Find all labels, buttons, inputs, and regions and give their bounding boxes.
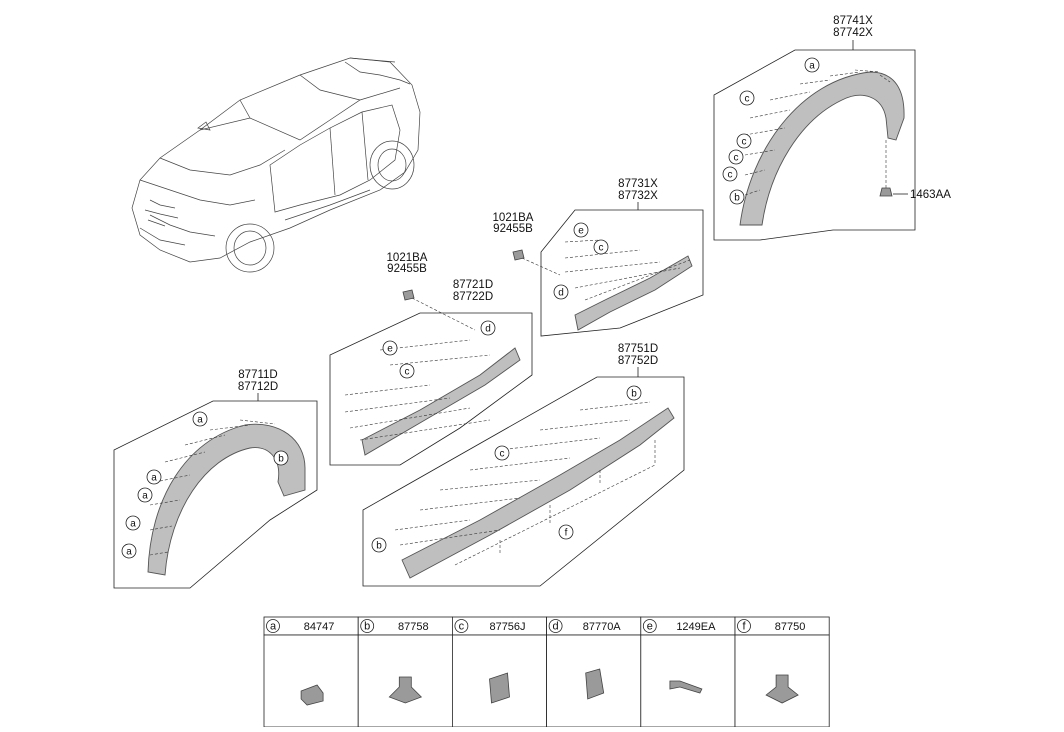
legend-part-c: 87756J <box>489 621 525 633</box>
clip-front-part-1: 1021BA <box>387 252 428 264</box>
svg-text:b: b <box>278 454 284 465</box>
clip-e-icon <box>669 680 703 694</box>
legend-part-f: 87750 <box>775 621 806 633</box>
front-door-group: 87721D 87722D 1021BA 92455B d e c <box>329 252 533 466</box>
svg-text:c: c <box>742 137 747 148</box>
svg-text:a: a <box>151 473 157 484</box>
front-door-molding <box>361 347 521 456</box>
svg-text:c: c <box>500 449 505 460</box>
svg-text:a: a <box>809 61 815 72</box>
svg-text:c: c <box>734 153 739 164</box>
clip-b-icon <box>388 676 423 704</box>
clip-rear <box>512 249 525 261</box>
front-door-frame <box>329 312 533 466</box>
rear-door-part-1: 87731X <box>618 178 658 190</box>
svg-text:c: c <box>405 367 410 378</box>
legend-letter-a: a <box>270 621 277 633</box>
svg-text:a: a <box>197 415 203 426</box>
clip-rear-part-2: 92455B <box>493 223 533 235</box>
nut-part-label: 1463AA <box>910 189 951 201</box>
svg-text:c: c <box>745 94 750 105</box>
side-sill-molding <box>401 407 675 579</box>
legend-cell-b: b 87758 <box>357 616 453 728</box>
legend-letter-c: c <box>459 621 465 633</box>
front-wheel-arch-molding <box>147 423 306 576</box>
svg-text:e: e <box>578 226 584 237</box>
nut-1463aa <box>879 187 893 197</box>
clip-rear-part-1: 1021BA <box>493 212 534 224</box>
side-sill-group: 87751D 87752D b c f b <box>362 343 685 587</box>
legend-letter-b: b <box>364 621 370 633</box>
rear-door-part-2: 87732X <box>618 190 658 202</box>
rear-door-group: 87731X 87732X 1021BA 92455B e c d <box>493 178 704 337</box>
vehicle-illustration <box>131 57 421 273</box>
legend-part-a: 84747 <box>304 621 335 633</box>
front-door-part-2: 87722D <box>453 291 493 303</box>
svg-text:c: c <box>728 170 733 181</box>
clip-front-part-2: 92455B <box>387 263 427 275</box>
rear-door-molding <box>574 255 693 331</box>
clip-a-icon <box>300 684 324 706</box>
clip-d-icon <box>585 668 605 700</box>
legend-part-e: 1249EA <box>676 621 716 633</box>
legend-cell-f: f 87750 <box>734 616 830 728</box>
legend-cell-d: d 87770A <box>546 616 642 728</box>
legend-letter-f: f <box>742 621 746 633</box>
side-sill-part-2: 87752D <box>618 355 658 367</box>
svg-text:f: f <box>565 528 568 539</box>
rear-arch-group: 87741X 87742X 1463AA a c c c c b <box>713 15 951 241</box>
clip-f-icon <box>765 674 799 704</box>
svg-text:d: d <box>485 324 491 335</box>
svg-text:a: a <box>142 491 148 502</box>
rear-arch-frame <box>713 49 916 241</box>
front-arch-part-1: 87711D <box>238 369 277 381</box>
legend-part-d: 87770A <box>583 621 622 633</box>
clip-c-icon <box>489 672 510 704</box>
front-arch-frame <box>113 400 318 589</box>
legend-cell-e: e 1249EA <box>640 616 736 728</box>
rear-door-frame <box>540 209 704 337</box>
front-arch-group: 87711D 87712D a b a a a a <box>113 369 318 589</box>
clip-front <box>402 289 415 301</box>
svg-text:c: c <box>599 243 604 254</box>
rear-wheel-arch-molding <box>739 71 905 226</box>
legend-cell-a: a 84747 <box>263 616 359 728</box>
side-sill-frame <box>362 376 685 587</box>
rear-arch-part-1: 87741X <box>833 15 873 27</box>
svg-text:b: b <box>734 193 740 204</box>
legend-cell-c: c 87756J <box>451 616 547 728</box>
svg-text:b: b <box>631 389 637 400</box>
legend-part-b: 87758 <box>398 621 429 633</box>
front-arch-part-2: 87712D <box>238 381 278 393</box>
legend-letter-e: e <box>647 621 653 633</box>
svg-text:e: e <box>387 344 393 355</box>
svg-text:a: a <box>126 547 132 558</box>
svg-text:d: d <box>558 288 564 299</box>
front-door-part-1: 87721D <box>453 279 493 291</box>
svg-text:a: a <box>130 519 136 530</box>
rear-arch-part-2: 87742X <box>833 27 873 39</box>
side-sill-part-1: 87751D <box>618 343 658 355</box>
svg-text:b: b <box>376 541 382 552</box>
fastener-legend-table: a 84747 b 87758 c 87756J d 87770A e 1249EA f 87750 <box>263 616 830 728</box>
legend-letter-d: d <box>553 621 559 633</box>
